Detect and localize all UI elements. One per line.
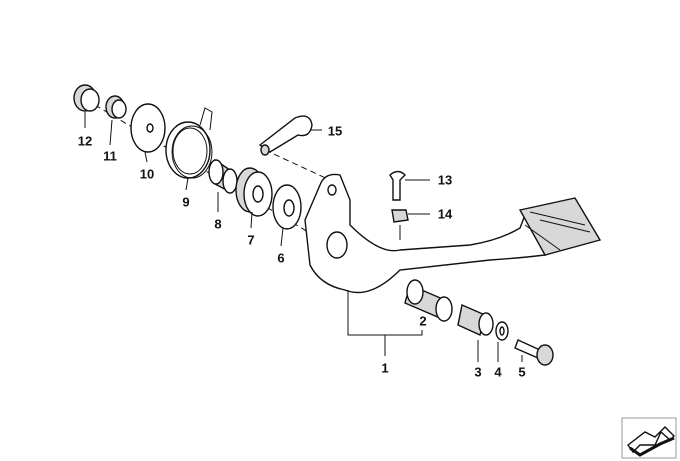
part-3-sleeve bbox=[457, 304, 494, 336]
part-label-6: 6 bbox=[277, 250, 285, 266]
part-13-bolt bbox=[389, 170, 406, 201]
part-label-3: 3 bbox=[474, 364, 482, 380]
part-9-spring bbox=[165, 107, 213, 179]
leader-lines bbox=[84, 112, 523, 362]
part-14-nut bbox=[391, 209, 409, 223]
part-5-bolt bbox=[514, 339, 554, 366]
part-label-4: 4 bbox=[494, 364, 502, 380]
part-4-washer bbox=[495, 321, 509, 341]
part-label-12: 12 bbox=[77, 133, 93, 149]
part-label-14: 14 bbox=[437, 206, 453, 222]
part-label-5: 5 bbox=[518, 364, 526, 380]
part-12-cap-nut bbox=[73, 84, 100, 112]
part-label-1: 1 bbox=[381, 360, 389, 376]
part-1-pedal bbox=[304, 173, 602, 294]
part-2-bushing bbox=[404, 279, 453, 322]
part-10-washer bbox=[130, 103, 166, 153]
part-label-2: 2 bbox=[419, 313, 427, 329]
part-label-10: 10 bbox=[139, 166, 155, 182]
part-label-11: 11 bbox=[103, 148, 117, 164]
part-15-clip bbox=[258, 115, 313, 156]
part-label-8: 8 bbox=[214, 216, 222, 232]
axis-line-15 bbox=[264, 149, 331, 181]
part-label-9: 9 bbox=[182, 194, 190, 210]
part-7-spacer bbox=[235, 167, 273, 217]
part-label-15: 15 bbox=[327, 123, 343, 139]
part-11-nut bbox=[105, 95, 127, 119]
part-6-washer bbox=[272, 184, 302, 230]
part-8-bushing bbox=[208, 158, 238, 194]
arrow-next-icon[interactable] bbox=[621, 417, 677, 459]
part-label-7: 7 bbox=[247, 232, 255, 248]
part-label-13: 13 bbox=[437, 172, 453, 188]
